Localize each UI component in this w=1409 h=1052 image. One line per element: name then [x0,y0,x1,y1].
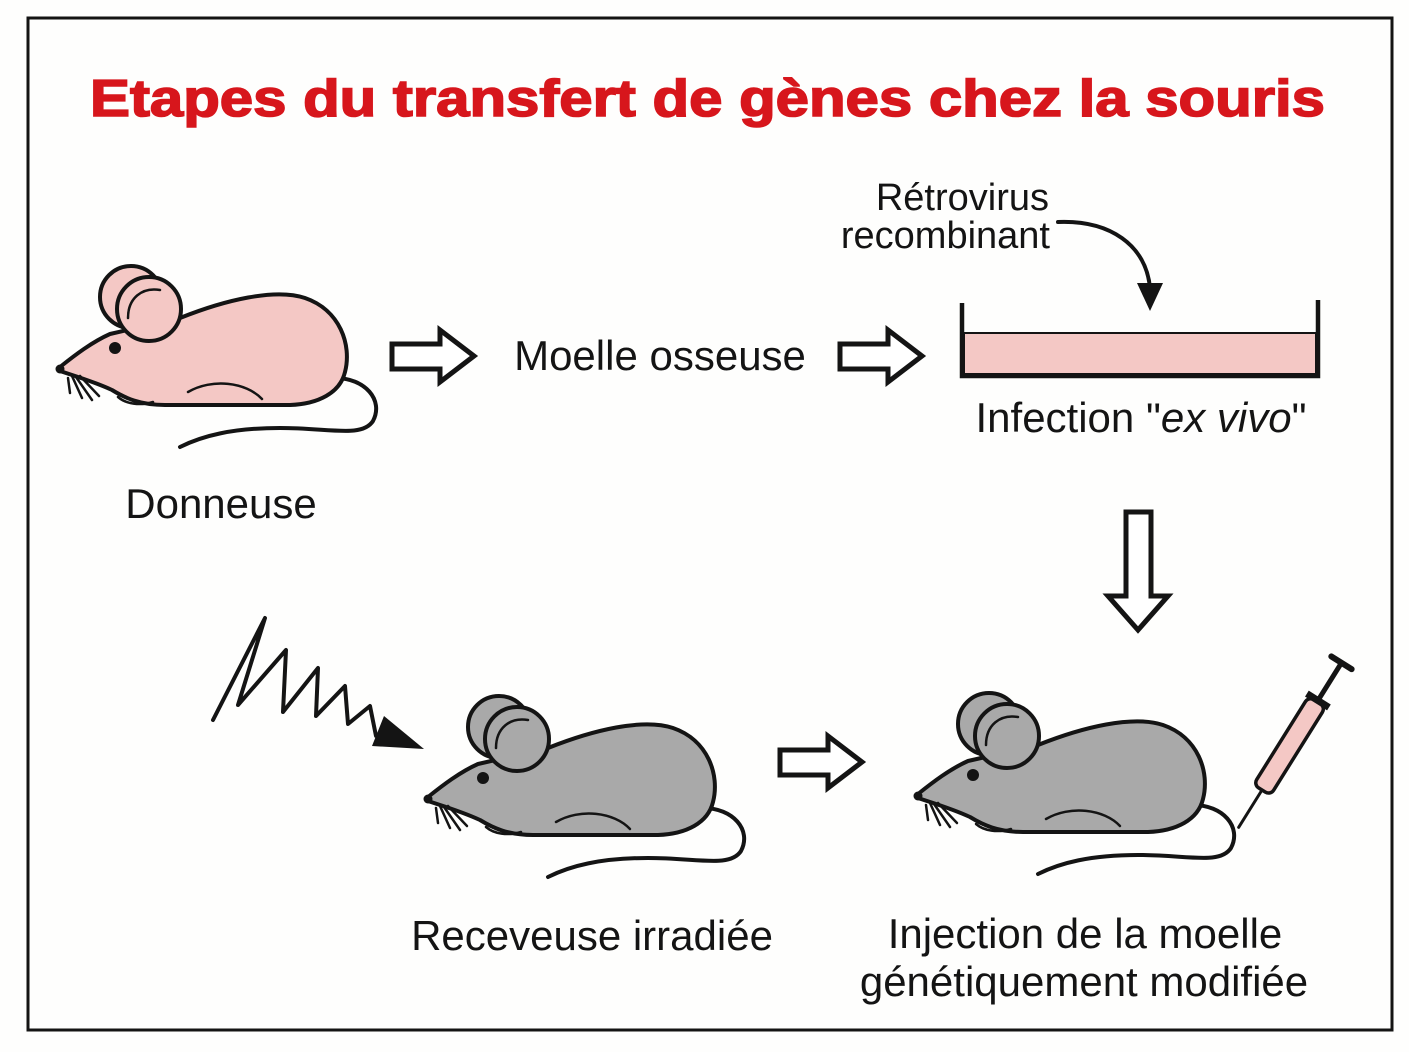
retrovirus-curved-arrow [1056,219,1152,290]
syringe-icon [1237,653,1355,829]
petri-dish-icon [959,300,1321,379]
syringe-plunger [1317,661,1344,700]
recipient-mouse-icon [421,694,747,879]
bone-marrow-label: Moelle osseuse [514,332,806,379]
retrovirus-label-line1: Rétrovirus [876,177,1049,219]
syringe-plunger-cap [1328,653,1355,673]
step-arrow-icon [837,324,927,388]
radiation-wave-icon [211,616,394,740]
infection-label-suffix: " [1292,394,1307,441]
injection-label-line1: Injection de la moelle [888,910,1283,957]
infection-label-prefix: Infection " [976,394,1161,441]
syringe-barrel [1254,697,1326,795]
down-arrow-icon [1102,509,1174,634]
diagram-title: Etapes du transfert de gènes chez la sou… [90,70,1325,128]
infection-label-italic: ex vivo [1161,394,1292,441]
step-arrow-icon [777,730,867,794]
recipient-label: Receveuse irradiée [411,912,773,959]
syringe-needle [1237,788,1264,829]
culture-medium [963,332,1317,375]
injected-mouse-icon [911,691,1237,876]
title-group: Etapes du transfert de gènes chez la sou… [89,69,1326,129]
donor-mouse-icon [53,264,379,449]
curved-arrow-head-icon [1137,283,1163,311]
radiation-arrow-head-icon [372,716,424,749]
retrovirus-label-line2: recombinant [841,215,1051,257]
infection-label: Infection "ex vivo" [976,394,1307,441]
injection-label-line2: génétiquement modifiée [860,958,1308,1005]
step-arrow-icon [389,324,479,388]
dish-walls [959,300,1321,379]
diagram-frame [26,16,1394,1032]
syringe-collar [1305,690,1331,711]
donor-label: Donneuse [125,480,316,527]
